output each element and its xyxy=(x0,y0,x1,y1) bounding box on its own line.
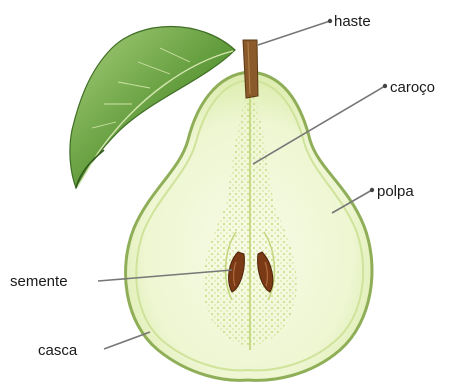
label-caroco: caroço xyxy=(390,79,435,96)
leader-haste-dot xyxy=(328,19,332,23)
leader-casca xyxy=(104,332,150,349)
label-casca: casca xyxy=(38,342,78,359)
label-haste: haste xyxy=(334,13,371,30)
stem xyxy=(243,40,258,98)
label-semente: semente xyxy=(10,273,68,290)
label-polpa: polpa xyxy=(377,183,414,200)
leader-caroco-dot xyxy=(383,84,387,88)
leader-haste xyxy=(258,21,330,45)
leader-polpa-dot xyxy=(370,188,374,192)
